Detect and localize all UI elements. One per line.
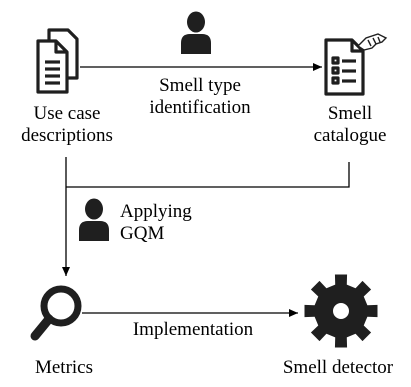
applying-gqm-label: Applying GQM bbox=[120, 201, 230, 245]
smell-catalogue-line1: Smell bbox=[327, 103, 373, 124]
implementation-label: Implementation bbox=[132, 319, 254, 340]
person-icon bbox=[181, 11, 211, 54]
smell-catalogue-line2: catalogue bbox=[313, 125, 387, 146]
use-case-descriptions-line1: Use case bbox=[33, 103, 101, 124]
gear-icon bbox=[304, 274, 378, 348]
connector-catalogue-to-metrics bbox=[66, 162, 350, 188]
document-stack-icon bbox=[36, 28, 79, 94]
magnifier-icon bbox=[30, 285, 82, 341]
smell-detector-label: Smell detector bbox=[282, 357, 394, 378]
smell-type-identification-label: Smell type identification bbox=[135, 75, 265, 119]
use-case-descriptions-label: Use case descriptions bbox=[6, 103, 128, 147]
catalogue-list-icon bbox=[324, 38, 365, 96]
metrics-label: Metrics bbox=[34, 357, 94, 378]
applying-gqm-line2: GQM bbox=[120, 223, 165, 244]
person-icon bbox=[79, 198, 109, 241]
skunk-doodle-icon bbox=[356, 33, 388, 51]
smell-catalogue-label: Smell catalogue bbox=[295, 103, 405, 147]
smell-type-identification-line1: Smell type bbox=[159, 75, 241, 96]
applying-gqm-line1: Applying bbox=[120, 201, 192, 222]
use-case-descriptions-line2: descriptions bbox=[21, 125, 113, 146]
smell-type-identification-line2: identification bbox=[149, 97, 251, 118]
